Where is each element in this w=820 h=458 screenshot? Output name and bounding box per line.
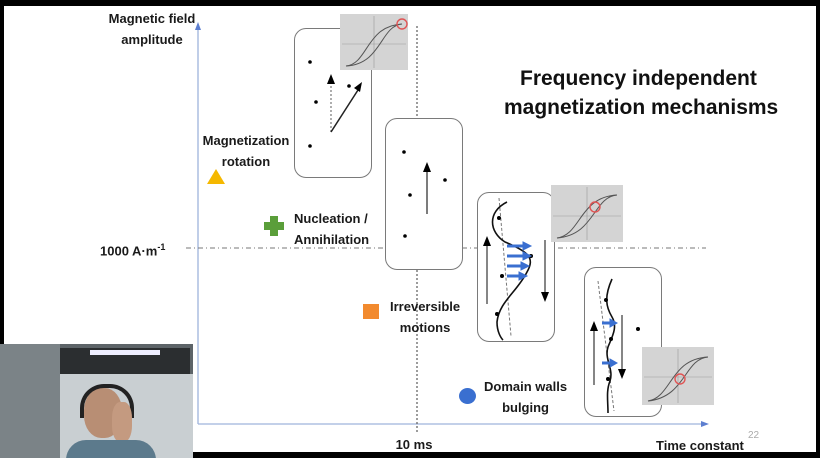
slide-title: Frequency independent magnetization mech… <box>504 64 778 122</box>
x-axis-label: Time constant <box>656 438 744 452</box>
nucleation-diagram-box <box>385 118 463 270</box>
y-axis-label-line2: amplitude <box>121 32 183 47</box>
page-number: 22 <box>748 430 760 441</box>
webcam-light <box>90 350 160 355</box>
label-line2: rotation <box>221 154 271 169</box>
presenter-shirt <box>66 440 156 458</box>
label-line1: Domain walls <box>484 379 568 394</box>
label-line2: bulging <box>502 400 549 415</box>
wall-motion-arrows <box>507 241 533 281</box>
presenter-webcam-video <box>0 344 193 458</box>
wall-bulge-arrows <box>602 318 619 368</box>
mechanism-label-rotation: Magnetization rotation <box>198 130 294 172</box>
hysteresis-curve-icon-1 <box>342 16 408 68</box>
label-line1: Irreversible <box>390 299 461 314</box>
triangle-marker-icon <box>207 169 225 184</box>
y-threshold-value: 1000 A·m <box>100 243 158 259</box>
square-marker-icon <box>363 304 379 319</box>
y-threshold-exponent: -1 <box>157 242 166 252</box>
presenter-hand <box>112 402 132 442</box>
bulging-diagram <box>590 278 640 414</box>
rotation-diagram <box>308 60 362 148</box>
webcam-left-wall <box>0 344 60 458</box>
y-threshold-label: 1000 A·m-1 <box>100 237 165 261</box>
y-axis-label: Magnetic field amplitude <box>90 8 214 50</box>
y-axis-arrowhead <box>195 22 201 30</box>
irreversible-diagram <box>483 197 549 341</box>
mechanism-label-domain-walls: Domain walls bulging <box>484 376 567 418</box>
cross-marker-icon <box>264 216 284 236</box>
hysteresis-curve-icon-3 <box>644 349 712 403</box>
label-line1: Magnetization <box>202 133 290 148</box>
mechanism-label-nucleation: Nucleation / Annihilation <box>294 208 369 250</box>
x-axis-arrowhead <box>701 421 709 427</box>
nucleation-diagram <box>402 150 447 238</box>
slide-title-line2: magnetization mechanisms <box>504 96 779 119</box>
x-threshold-label: 10 ms <box>395 437 433 452</box>
label-line1: Nucleation / <box>294 211 368 226</box>
label-line2: motions <box>399 320 451 335</box>
label-line2: Annihilation <box>294 232 370 247</box>
hysteresis-curve-icon-2 <box>553 187 621 240</box>
slide-title-line1: Frequency independent <box>520 67 757 90</box>
mechanism-label-irreversible: Irreversible motions <box>390 296 460 338</box>
presenter-headphones <box>80 384 134 418</box>
y-axis-label-line1: Magnetic field <box>108 11 196 26</box>
circle-marker-icon <box>459 388 476 404</box>
